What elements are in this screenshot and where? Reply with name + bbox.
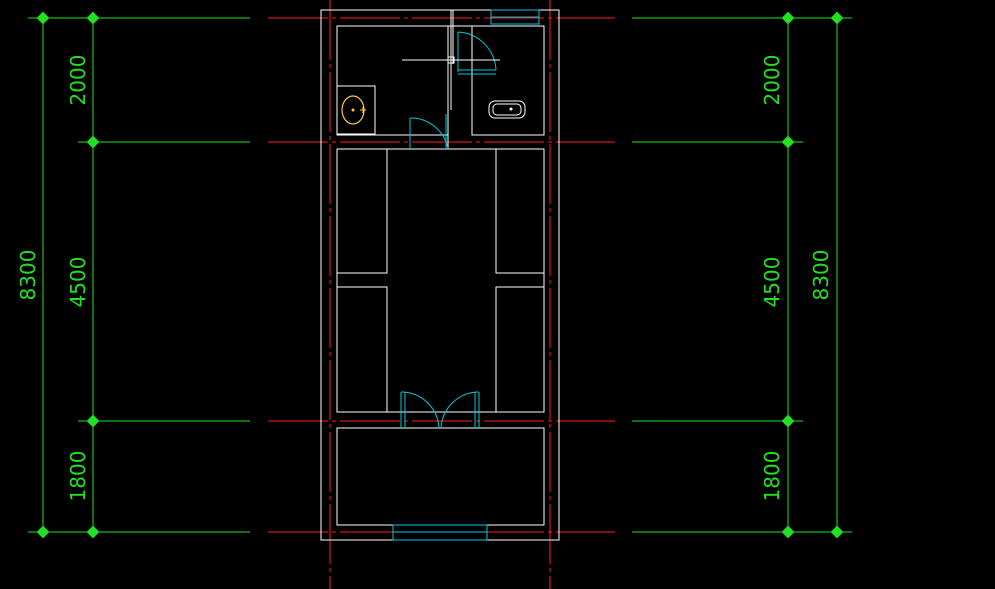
door-bathroom[interactable] — [409, 114, 449, 150]
door-toilet[interactable] — [457, 31, 497, 75]
walls — [320, 9, 560, 541]
bed-bottom-left — [336, 286, 388, 413]
crosshair-cursor-icon — [402, 10, 500, 110]
dimension-chain-right — [632, 11, 852, 539]
bed-top-right — [495, 148, 545, 274]
bed-top-left — [336, 148, 388, 274]
door-balcony[interactable] — [400, 391, 480, 429]
dim-right-segment-2: 4500 — [760, 257, 784, 308]
dim-right-total: 8300 — [809, 250, 833, 301]
dimension-chain-left — [28, 11, 250, 539]
dim-right-segment-3: 1800 — [760, 451, 784, 502]
openings — [392, 9, 540, 541]
toilet-room — [471, 25, 545, 136]
balcony-room — [336, 427, 545, 526]
washbasin-icon — [336, 85, 376, 135]
bathtub-icon — [488, 100, 526, 119]
outer-wall — [320, 9, 560, 541]
axis-lines — [268, 0, 615, 589]
dim-left-segment-3: 1800 — [66, 451, 90, 502]
dim-left-segment-2: 4500 — [66, 257, 90, 308]
dim-left-segment-1: 2000 — [66, 55, 90, 106]
bathroom-room — [336, 25, 449, 136]
main-room — [336, 148, 545, 413]
bed-bottom-right — [495, 286, 545, 413]
dim-left-total: 8300 — [16, 250, 40, 301]
dim-right-segment-1: 2000 — [760, 55, 784, 106]
